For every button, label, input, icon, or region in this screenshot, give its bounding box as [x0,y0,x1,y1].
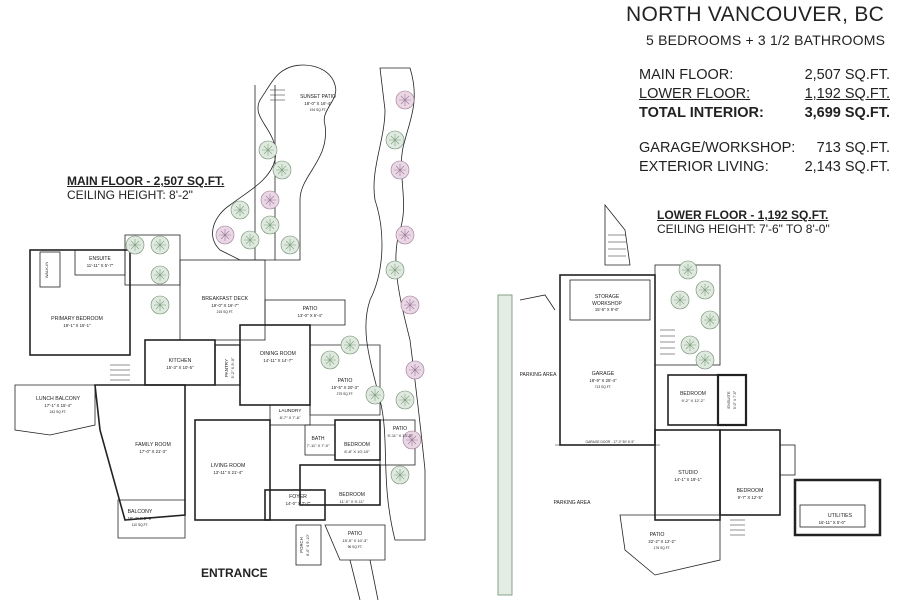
room-bedroom-b: BEDROOM [339,492,365,498]
svg-text:15'-5" X 20'-3": 15'-5" X 20'-3" [331,385,359,390]
svg-text:96 SQ.FT.: 96 SQ.FT. [348,545,363,549]
svg-text:275 SQ.FT.: 275 SQ.FT. [337,392,354,396]
main-floor-labels: SUNSET PATIO 18'-0" X 16'-4" 194 SQ.FT. … [36,94,413,556]
main-floor-ceiling: CEILING HEIGHT: 8'-2" [67,188,193,202]
svg-text:9'-2" X 12'-2": 9'-2" X 12'-2" [681,398,705,403]
svg-text:19'-0" X 16'-7": 19'-0" X 16'-7" [211,303,239,308]
svg-text:9'-7" X 12'-5": 9'-7" X 12'-5" [738,495,763,500]
label-parking-bottom: PARKING AREA [554,500,592,506]
svg-text:713 SQ.FT.: 713 SQ.FT. [595,385,612,389]
garage-door-label: GARAGE DOOR - 17'-0" BY 6'-5" [586,440,636,444]
room-garage: GARAGE [592,371,615,377]
svg-text:110 SQ.FT.: 110 SQ.FT. [132,523,149,527]
room-foyer: FOYER [289,494,307,500]
svg-text:8'-8" X 10'-10": 8'-8" X 10'-10" [344,449,370,454]
svg-text:WORKSHOP: WORKSHOP [592,301,622,307]
room-walkin: WALK-IN [44,262,49,279]
svg-text:13'-11" X 21'-4": 13'-11" X 21'-4" [213,470,243,475]
room-lunch-balcony: LUNCH BALCONY [36,396,81,402]
main-floor-plan [14,64,426,601]
svg-text:194 SQ.FT.: 194 SQ.FT. [310,108,327,112]
property-subtitle: 5 BEDROOMS + 3 1/2 BATHROOMS [646,32,886,48]
svg-text:14'-1" X 19'-1": 14'-1" X 19'-1" [674,477,702,482]
svg-text:18'-9" X 25'-4": 18'-9" X 25'-4" [589,378,617,383]
svg-text:22'-2" X 12'-2": 22'-2" X 12'-2" [648,539,676,544]
svg-text:11'-11" X 5'-7": 11'-11" X 5'-7" [87,263,114,268]
room-breakfast-deck: BREAKFAST DECK [202,296,249,302]
room-patio-small: PATIO [393,426,407,432]
room-primary-bedroom: PRIMARY BEDROOM [51,316,103,322]
room-patio-mid: PATIO [338,378,353,384]
stat-label: MAIN FLOOR: [639,67,734,83]
svg-text:242 SQ.FT.: 242 SQ.FT. [50,410,67,414]
svg-text:176 SQ.FT.: 176 SQ.FT. [654,546,671,550]
room-living: LIVING ROOM [211,463,246,469]
svg-text:5'-2" X 9'-0": 5'-2" X 9'-0" [230,357,235,378]
svg-text:15'-5" X 10'-3": 15'-5" X 10'-3" [342,538,368,543]
svg-text:11'-0" X 9'-11": 11'-0" X 9'-11" [340,499,365,504]
room-ensuite: ENSUITE [89,256,111,262]
room-studio: STUDIO [678,470,698,476]
stat-main-floor: MAIN FLOOR: 2,507 SQ.FT. [639,67,890,83]
svg-text:19'-1" X 16'-1": 19'-1" X 16'-1" [63,323,91,328]
stat-value: 3,699 SQ.FT. [804,105,890,121]
svg-text:17'-1" X 15'-4": 17'-1" X 15'-4" [44,403,72,408]
property-title: NORTH VANCOUVER, BC [626,3,885,26]
stat-garage: GARAGE/WORKSHOP: 713 SQ.FT. [639,140,890,156]
svg-text:18'-0" X 16'-4": 18'-0" X 16'-4" [304,101,332,106]
entrance-label: ENTRANCE [201,566,268,580]
stat-lower-floor: LOWER FLOOR: 1,192 SQ.FT. [639,86,890,102]
svg-text:14'-0" X 7'-7": 14'-0" X 7'-7" [286,501,311,506]
room-laundry: LAUNDRY [279,408,303,414]
room-patio-bottom: PATIO [348,531,362,537]
label-parking-left: PARKING AREA [520,372,558,378]
stat-value: 1,192 SQ.FT. [804,86,890,102]
svg-text:14'-11" X 14'-7": 14'-11" X 14'-7" [263,358,293,363]
room-family: FAMILY ROOM [135,442,171,448]
stat-exterior: EXTERIOR LIVING: 2,143 SQ.FT. [639,159,890,175]
svg-text:13'-0" X 6'-4": 13'-0" X 6'-4" [298,313,323,318]
lower-floor-plan [497,203,882,596]
lower-floor-ceiling: CEILING HEIGHT: 7'-6" TO 8'-0" [657,222,830,236]
room-porch: PORCH [299,537,304,553]
room-sunset-patio: SUNSET PATIO [300,94,336,100]
stat-label: GARAGE/WORKSHOP: [639,140,796,156]
room-lower-ensuite: ENSUITE [726,391,731,409]
room-dining: DINING ROOM [260,351,296,357]
stat-label: LOWER FLOOR: [639,86,751,102]
stat-total-interior: TOTAL INTERIOR: 3,699 SQ.FT. [639,105,890,121]
svg-text:6'-0" X 9'-10": 6'-0" X 9'-10" [306,533,310,556]
room-patio-upper: PATIO [303,306,318,312]
stat-value: 2,143 SQ.FT. [804,159,890,175]
svg-text:16'-11" X 5'-0": 16'-11" X 5'-0" [819,520,846,525]
svg-text:215 SQ.FT.: 215 SQ.FT. [217,310,234,314]
svg-text:7'-11" X 7'-0": 7'-11" X 7'-0" [307,443,330,448]
room-utilities: UTILITIES [828,513,853,519]
room-lower-bedroom-a: BEDROOM [680,391,706,397]
svg-text:15'-4" X 9'-9": 15'-4" X 9'-9" [128,516,153,521]
room-bath: BATH [312,436,325,442]
room-bedroom-a: BEDROOM [344,442,370,448]
lower-floor-heading: LOWER FLOOR - 1,192 SQ.FT. [657,208,829,222]
svg-text:15'-6" X 9'-6": 15'-6" X 9'-6" [595,307,620,312]
room-pantry: PANTRY [224,359,229,377]
svg-text:8'-7" X 7'-6": 8'-7" X 7'-6" [280,415,301,420]
room-storage: STORAGE [595,294,620,300]
stat-label: EXTERIOR LIVING: [639,159,769,175]
svg-text:5'-0" X 7'-5": 5'-0" X 7'-5" [733,390,737,409]
svg-text:9'-11" X 13'-5": 9'-11" X 13'-5" [388,433,414,438]
stat-label: TOTAL INTERIOR: [639,105,764,121]
room-balcony: BALCONY [128,509,153,515]
room-lower-bedroom-b: BEDROOM [737,488,764,494]
stat-value: 713 SQ.FT. [816,140,890,156]
room-lower-patio: PATIO [650,532,665,538]
landscaping-lower [670,260,720,370]
room-kitchen: KITCHEN [169,358,192,364]
stat-value: 2,507 SQ.FT. [804,67,890,83]
main-floor-heading: MAIN FLOOR - 2,507 SQ.FT. [67,174,225,188]
lower-floor-labels: STORAGE WORKSHOP 15'-6" X 9'-6" GARAGE 1… [520,294,853,550]
svg-text:17'-0" X 21'-3": 17'-0" X 21'-3" [139,449,167,454]
svg-text:15'-3" X 10'-5": 15'-3" X 10'-5" [166,365,194,370]
